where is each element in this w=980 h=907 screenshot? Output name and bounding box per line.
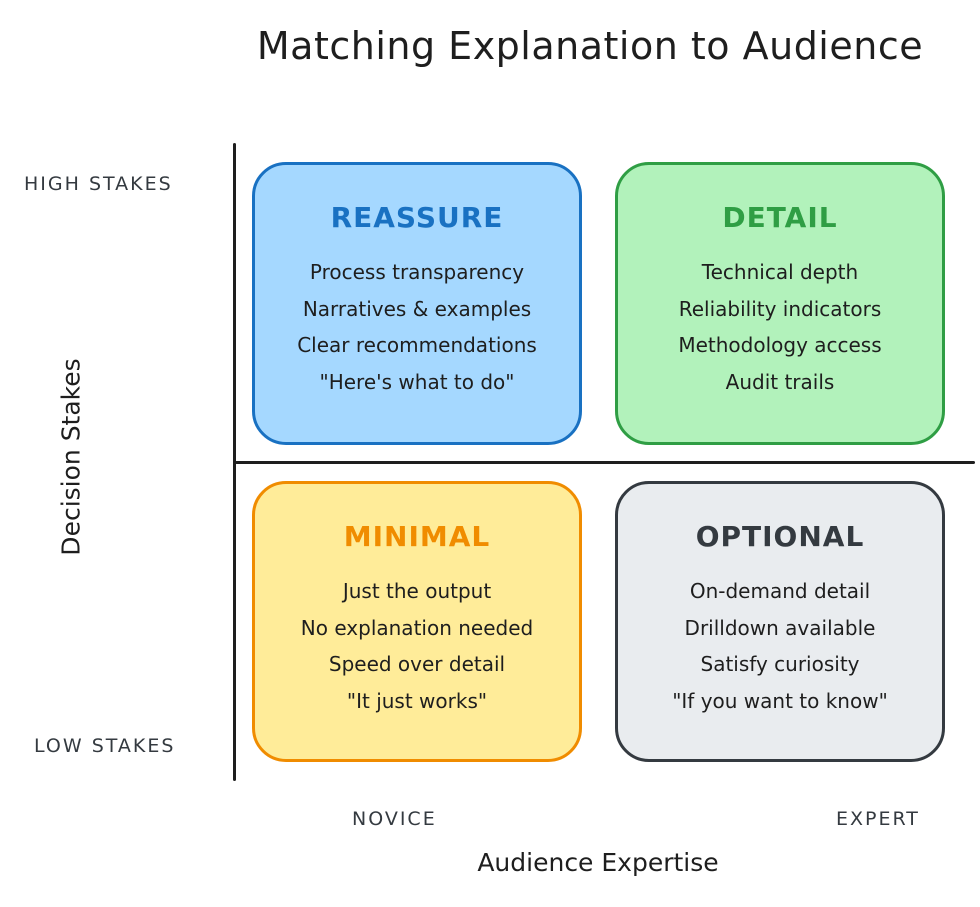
quadrant-item-list: Just the output No explanation needed Sp… (255, 573, 579, 719)
quadrant-heading: DETAIL (722, 201, 838, 234)
x-axis-title: Audience Expertise (477, 848, 719, 877)
quadrant-item: Audit trails (725, 369, 835, 394)
quadrant-item-list: Technical depth Reliability indicators M… (618, 254, 942, 400)
quadrant-detail: DETAIL Technical depth Reliability indic… (615, 162, 945, 445)
quadrant-item: Drilldown available (684, 615, 876, 640)
quadrant-item: Satisfy curiosity (700, 652, 860, 676)
quadrant-item: Speed over detail (328, 652, 506, 676)
y-axis-high-label: HIGH STAKES (24, 173, 173, 195)
x-axis-low-label: NOVICE (352, 808, 437, 830)
quadrant-item: Technical depth (701, 260, 859, 284)
diagram-title: Matching Explanation to Audience (256, 24, 924, 68)
quadrant-item-list: On-demand detail Drilldown available Sat… (618, 573, 942, 719)
quadrant-item: "Here's what to do" (319, 369, 515, 394)
y-axis-title: Decision Stakes (56, 358, 86, 556)
horizontal-divider-line (235, 461, 975, 464)
x-axis-high-label: EXPERT (836, 808, 920, 830)
quadrant-item: Clear recommendations (297, 333, 537, 357)
quadrant-heading: OPTIONAL (695, 520, 865, 553)
quadrant-item: Just the output (342, 579, 492, 603)
quadrant-item: Process transparency (309, 260, 525, 284)
vertical-axis-line (233, 143, 236, 781)
quadrant-item: Narratives & examples (302, 296, 532, 321)
quadrant-item: On-demand detail (689, 579, 871, 603)
quadrant-item: Methodology access (678, 333, 882, 357)
quadrant-optional: OPTIONAL On-demand detail Drilldown avai… (615, 481, 945, 762)
quadrant-heading: MINIMAL (343, 520, 491, 553)
quadrant-item: "If you want to know" (672, 688, 888, 713)
y-axis-low-label: LOW STAKES (34, 735, 176, 757)
quadrant-minimal: MINIMAL Just the output No explanation n… (252, 481, 582, 762)
quadrant-reassure: REASSURE Process transparency Narratives… (252, 162, 582, 445)
quadrant-heading: REASSURE (330, 201, 504, 234)
quadrant-item-list: Process transparency Narratives & exampl… (255, 254, 579, 400)
quadrant-item: "It just works" (346, 688, 488, 713)
quadrant-item: Reliability indicators (678, 296, 882, 321)
quadrant-item: No explanation needed (300, 615, 534, 640)
